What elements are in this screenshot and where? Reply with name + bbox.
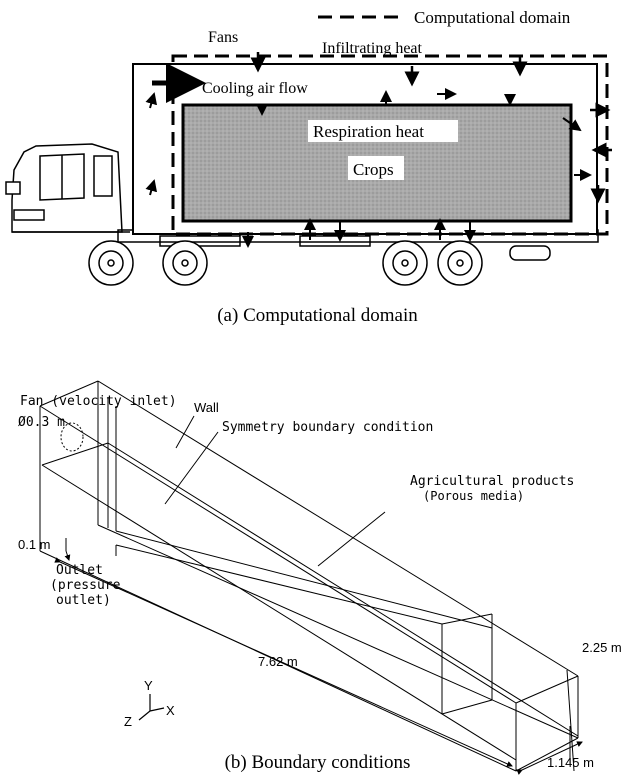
axis-triad <box>138 694 165 721</box>
axis-y-label: Y <box>144 678 153 693</box>
airflow-arrows <box>145 88 592 196</box>
width-dimension-label: 1.145 m <box>547 755 594 770</box>
fan-label: Fan (velocity inlet) <box>20 394 177 409</box>
fan-inlet-icon <box>60 422 84 452</box>
outlet-type-line2: outlet) <box>56 593 111 608</box>
axis-z-label: Z <box>124 714 132 729</box>
legend: Computational domain <box>318 8 571 27</box>
symmetry-label: Symmetry boundary condition <box>222 420 433 435</box>
porous-media-label: (Porous media) <box>423 489 524 503</box>
height-dimension-label: 2.25 m <box>582 640 622 655</box>
truck-cabin <box>5 143 130 233</box>
caption-b: (b) Boundary conditions <box>224 752 411 773</box>
respiration-label-bg <box>308 120 458 142</box>
wall-label: Wall <box>194 400 219 415</box>
infiltrating-heat-arrows <box>250 52 612 204</box>
crops-label-bg <box>348 156 404 180</box>
computational-domain-boundary <box>171 54 609 236</box>
products-label: Agricultural products <box>410 474 574 489</box>
crops-label: Crops <box>353 160 394 179</box>
figure-a: Computational domain <box>5 8 612 286</box>
fans-label: Fans <box>208 29 238 46</box>
caption-a: (a) Computational domain <box>217 305 418 326</box>
products-block <box>115 530 493 715</box>
dimension-lines <box>54 538 583 775</box>
figure-b: Y X Z Fan (velocity inlet) Ø0.3 m Wall S… <box>18 380 622 775</box>
axis-x-label: X <box>166 703 175 718</box>
infiltrating-heat-label: Infiltrating heat <box>322 40 423 57</box>
legend-label: Computational domain <box>414 8 571 27</box>
respiration-heat-label: Respiration heat <box>313 122 424 141</box>
container-3d-box <box>39 380 579 772</box>
outlet-label: Outlet <box>56 563 103 578</box>
gap-dimension-label: 0.1 m <box>18 537 51 552</box>
respiration-heat-arrows <box>242 218 476 248</box>
truck-wheels <box>88 240 483 286</box>
length-dimension-label: 7.62 m <box>258 654 298 669</box>
cooling-air-flow-label: Cooling air flow <box>202 80 308 97</box>
leader-lines <box>164 415 386 567</box>
fan-diameter-label: Ø0.3 m <box>18 415 65 430</box>
outlet-type-line1: (pressure <box>50 578 121 593</box>
